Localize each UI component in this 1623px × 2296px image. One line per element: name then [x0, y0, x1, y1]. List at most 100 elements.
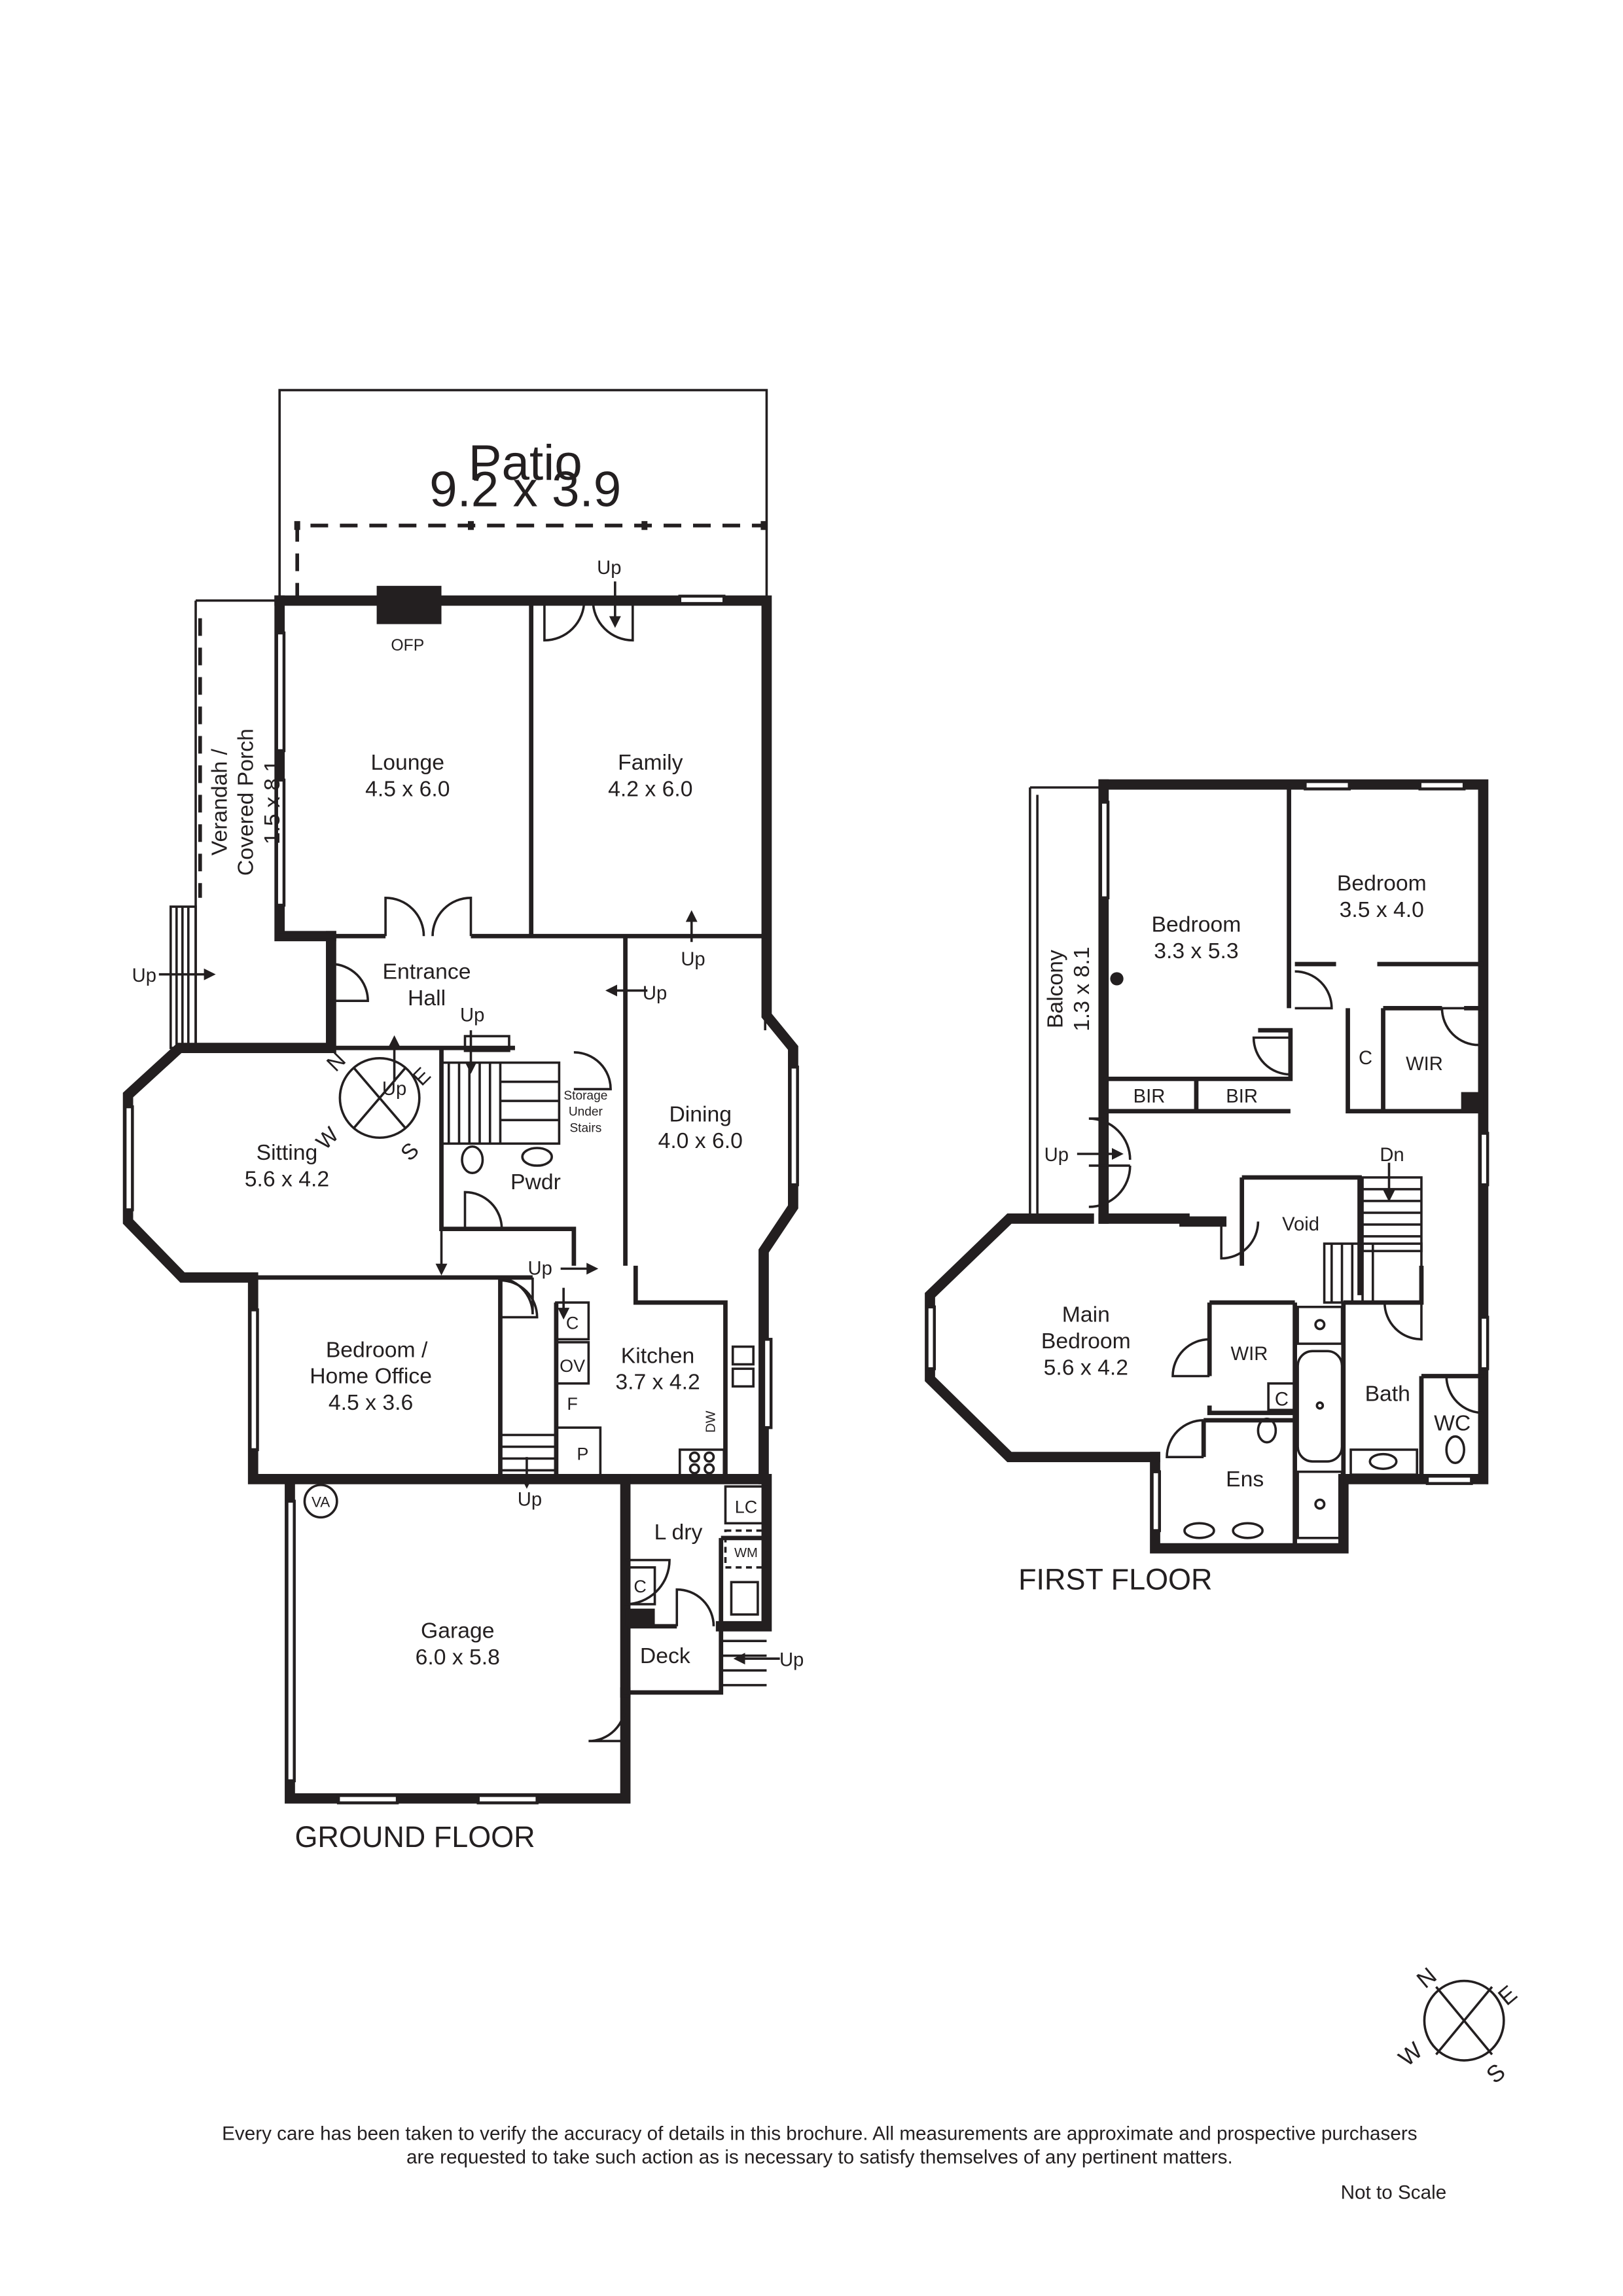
wc-label: WC	[1434, 1411, 1471, 1436]
compass-e: E	[1493, 1980, 1522, 2011]
main-bedroom-label-line2: Bedroom	[1041, 1329, 1131, 1354]
dining-size: 4.0 x 6.0	[658, 1128, 743, 1153]
patio-size: 9.2 x 3.9	[429, 462, 621, 518]
up-label-first-floor: Up	[1044, 1145, 1069, 1166]
kitchen-label: Kitchen	[621, 1343, 694, 1368]
open-fireplace	[376, 586, 442, 624]
ens-label: Ens	[1226, 1467, 1264, 1492]
balcony-label: Balcony	[1043, 950, 1067, 1028]
shower-upper	[1296, 1306, 1344, 1345]
up-label-garage: Up	[518, 1489, 542, 1510]
first-floor-stairs	[1323, 1176, 1423, 1304]
main-bedroom-exterior	[925, 1213, 1160, 1463]
up-label-family-doors: Up	[597, 558, 621, 579]
up-label-sitting: Up	[382, 1079, 406, 1100]
ground-compass-s: S	[396, 1138, 424, 1166]
family-size: 4.2 x 6.0	[608, 777, 692, 802]
bedroom-dot	[1110, 972, 1124, 986]
fixture-p: P	[577, 1444, 588, 1464]
ground-floor-plan: Patio 9.2 x 3.9 OFP Verandah / Covered P…	[122, 389, 804, 1854]
deck-label: Deck	[640, 1643, 690, 1668]
main-bedroom-size: 5.6 x 4.2	[1044, 1355, 1128, 1380]
first-floor-landing-north	[1098, 1213, 1227, 1227]
va-circle	[303, 1484, 338, 1519]
pwdr-label: Pwdr	[510, 1170, 561, 1194]
wir-label-upper: WIR	[1406, 1054, 1443, 1075]
deck-outline	[623, 1626, 724, 1695]
storage-label-line2: Under	[569, 1105, 603, 1119]
disclaimer-line1: Every care has been taken to verify the …	[222, 2123, 1417, 2144]
entrance-hall-label-line1: Entrance	[383, 959, 471, 984]
wall-wir-main	[1207, 1300, 1297, 1549]
ens-cupboard-c: C	[1275, 1389, 1289, 1410]
ens-toilet	[1257, 1417, 1277, 1444]
kitchen-bench	[633, 1265, 728, 1479]
first-floor-doors	[1088, 970, 1484, 1458]
cooktop	[678, 1448, 726, 1478]
bedroom-a-size: 3.3 x 5.3	[1154, 939, 1238, 963]
bath-label: Bath	[1365, 1382, 1410, 1407]
verandah-label-line1: Verandah /	[207, 748, 232, 855]
wc-toilet	[1445, 1435, 1465, 1464]
not-to-scale-label: Not to Scale	[1341, 2181, 1447, 2203]
wir-label-main: WIR	[1231, 1344, 1268, 1365]
exterior-wall-sitting	[122, 931, 336, 1484]
bir-label-1: BIR	[1133, 1086, 1166, 1107]
sink	[731, 1345, 755, 1366]
up-label-verandah: Up	[132, 965, 156, 986]
balcony-label-group: Balcony 1.3 x 8.1	[1043, 946, 1094, 1031]
pwdr-toilet	[461, 1145, 484, 1175]
bedroom-office-size: 4.5 x 3.6	[329, 1390, 413, 1415]
exterior-wall-east	[274, 595, 798, 1484]
up-label-hall-dining: Up	[643, 983, 667, 1004]
laundry-cupboard-c: C	[633, 1577, 646, 1596]
up-label-deck: Up	[779, 1649, 804, 1670]
fixture-f: F	[567, 1394, 577, 1414]
kitchen-size: 3.7 x 4.2	[615, 1370, 700, 1395]
sitting-size: 5.6 x 4.2	[245, 1166, 329, 1191]
fixture-c: C	[566, 1314, 579, 1333]
family-label: Family	[618, 750, 683, 775]
compass-w: W	[1393, 2037, 1427, 2072]
wall-wir-north	[1346, 1008, 1484, 1114]
verandah-label-line2: Covered Porch	[234, 728, 259, 876]
ground-floor-stairs	[440, 1035, 561, 1480]
disclaimer-line2: are requested to take such action as is …	[406, 2146, 1233, 2168]
storage-label-line1: Storage	[563, 1089, 607, 1103]
main-bedroom-label-line1: Main	[1062, 1302, 1110, 1327]
wir-cupboard-c: C	[1359, 1048, 1372, 1069]
ground-floor-arrows	[158, 581, 780, 1665]
void-label: Void	[1282, 1214, 1319, 1235]
laundry-label: L dry	[654, 1520, 703, 1545]
ground-compass-e: E	[408, 1063, 436, 1091]
bedroom-office-label-line2: Home Office	[310, 1364, 432, 1389]
balcony-size: 1.3 x 8.1	[1069, 946, 1094, 1031]
patio-label: Patio	[469, 435, 582, 491]
garage-label: Garage	[421, 1619, 494, 1643]
entrance-hall-label-line2: Hall	[408, 986, 446, 1011]
up-label-kitchen: Up	[527, 1258, 552, 1279]
bedroom-b-size: 3.5 x 4.0	[1340, 897, 1424, 922]
fixture-lc: LC	[735, 1498, 757, 1517]
first-floor-title: FIRST FLOOR	[1018, 1563, 1212, 1596]
pwdr-basin	[521, 1147, 553, 1167]
fixture-ov: OV	[560, 1356, 585, 1376]
up-label-family-dining: Up	[681, 949, 705, 970]
dining-label: Dining	[669, 1102, 732, 1127]
lounge-size: 4.5 x 6.0	[365, 777, 450, 802]
fixture-dw: DW	[704, 1410, 719, 1433]
bedroom-b-label: Bedroom	[1337, 871, 1427, 896]
deck-steps	[721, 1640, 767, 1687]
sitting-label: Sitting	[257, 1140, 318, 1165]
first-floor-plan: Balcony 1.3 x 8.1 Bedroom 3.3 x 5.3 Bedr…	[925, 779, 1489, 1596]
dn-label: Dn	[1380, 1145, 1404, 1166]
fixture-wm: WM	[734, 1546, 758, 1560]
wall-bath	[1341, 1265, 1424, 1479]
storage-label-line3: Stairs	[569, 1121, 601, 1135]
bathtub	[1296, 1350, 1344, 1463]
wall-bir	[1103, 1028, 1293, 1111]
ground-floor-doors	[330, 600, 766, 1742]
ofp-label: OFP	[391, 637, 424, 655]
verandah-label-group: Verandah / Covered Porch 1.5 x 8.1	[207, 728, 285, 876]
